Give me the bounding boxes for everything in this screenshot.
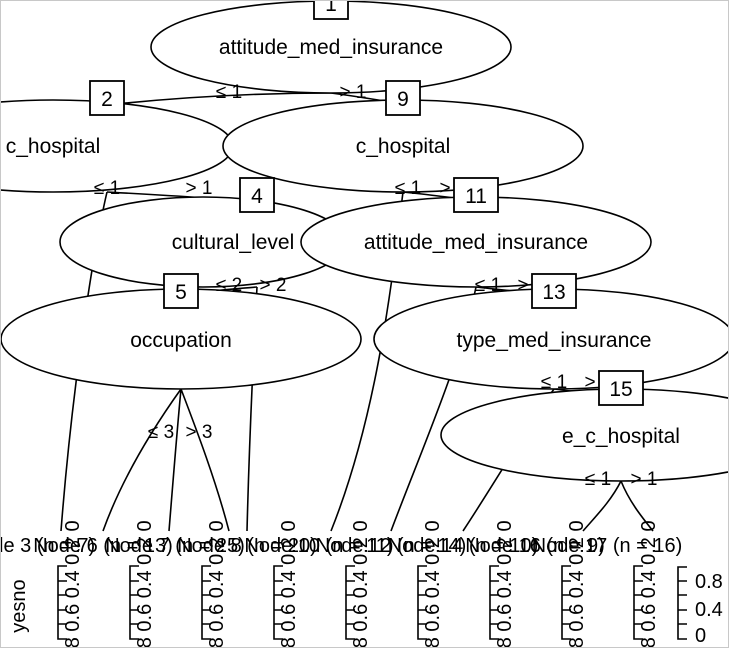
inner-node-5-label: occupation	[130, 329, 232, 352]
terminal-node-title: Node 7 (n = 25)	[105, 535, 245, 557]
node-id-label: 1	[325, 1, 337, 16]
edge-label: > 2	[260, 275, 287, 296]
right-axis-tick-label: 0.8	[695, 571, 723, 593]
inner-node-15-label: e_c_hospital	[562, 425, 680, 448]
panel-tick-labels: 1 0.8 0.6 0.4 0.2 0	[350, 520, 372, 648]
node-id-label: 13	[542, 281, 565, 304]
edge-label: ≤ 1	[475, 275, 501, 296]
node-id-label: 9	[397, 88, 409, 111]
node-id-box-4[interactable]: 4	[239, 177, 275, 213]
edge-label: > 3	[186, 422, 213, 443]
terminal-y-axis-label: yesno	[8, 579, 30, 632]
terminal-node-title: Node 3 (n = 7)	[1, 535, 95, 557]
edge-label: > 1	[631, 469, 658, 490]
inner-nodes: attitude_med_insurance c_hospital c_hosp…	[1, 1, 729, 482]
terminal-panel[interactable]: 1 0.8 0.6 0.4 0.2 0	[345, 520, 372, 648]
right-axis-labels: 0.8 0.4 0	[677, 566, 723, 647]
inner-node-15[interactable]: e_c_hospital	[440, 388, 729, 482]
edge-label: ≤ 1	[395, 178, 421, 199]
panel-tick-labels: 1 0.8 0.6 0.4 0.2 0	[494, 520, 516, 648]
right-axis-tick-label: 0.4	[695, 599, 723, 621]
terminal-node-title: Node 14 (n = 10)	[388, 535, 539, 557]
node-id-box-15[interactable]: 15	[598, 370, 644, 406]
panel-tick-labels: 1 0.8 0.6 0.4 0.2 0	[422, 520, 444, 648]
node-id-box-13[interactable]: 13	[531, 273, 577, 309]
terminal-panel[interactable]: 1 0.8 0.6 0.4 0.2 0	[489, 520, 516, 648]
terminal-panel[interactable]: 1 0.8 0.6 0.4 0.2 0	[561, 520, 588, 648]
panel-tick-labels: 1 0.8 0.6 0.4 0.2 0	[566, 520, 588, 648]
node-id-box-5[interactable]: 5	[163, 273, 199, 309]
node-id-box-1[interactable]: 1	[313, 1, 349, 20]
inner-node-1-label: attitude_med_insurance	[219, 36, 443, 59]
node-id-label: 11	[465, 185, 487, 208]
panel-tick-labels: 1 0.8 0.6 0.4 0.2 0	[278, 520, 300, 648]
terminal-node-title: Node 17 (n = 16)	[532, 535, 683, 557]
edge-5-6	[168, 388, 182, 532]
panel-tick-labels: 1 0.8 0.6 0.4 0.2 0	[134, 520, 156, 648]
node-id-boxes: 1 2 9 4 11 5 1	[89, 1, 644, 406]
panel-tick-labels: 1 0.8 0.6 0.4 0.2 0	[206, 520, 228, 648]
edge-5-leftchild	[102, 388, 182, 532]
inner-node-9[interactable]: c_hospital	[222, 99, 584, 193]
terminal-panel[interactable]: 1 0.8 0.6 0.4 0.2 0	[273, 520, 300, 648]
inner-node-13[interactable]: type_med_insurance	[373, 288, 729, 390]
inner-node-13-label: type_med_insurance	[457, 329, 652, 352]
terminal-node-title: Node 12 (n = 14)	[316, 535, 467, 557]
inner-node-11-label: attitude_med_insurance	[364, 231, 588, 254]
inner-node-9-label: c_hospital	[356, 135, 451, 158]
edge-label: ≤ 1	[216, 82, 242, 103]
inner-node-11[interactable]: attitude_med_insurance	[300, 196, 652, 288]
node-id-box-9[interactable]: 9	[385, 80, 421, 116]
terminal-node-titles: Node 3 (n = 7) Node 6 (n = 13) Node 7 (n…	[1, 535, 682, 557]
node-id-label: 5	[175, 281, 187, 304]
inner-node-1[interactable]: attitude_med_insurance	[150, 1, 512, 94]
y-axis-label: yesno	[8, 579, 30, 632]
terminal-node-title: Node 8 (n = 20)	[177, 535, 317, 557]
node-id-label: 4	[251, 185, 263, 208]
edge-label: ≤ 3	[148, 422, 174, 443]
terminal-panel[interactable]: 1 0.8 0.6 0.4 0.2 0	[201, 520, 228, 648]
edge-15-16	[582, 480, 622, 532]
terminal-node-title: Node 10 (n = 11)	[244, 535, 393, 557]
terminal-panels: 1 0.8 0.6 0.4 0.2 0 1 0.8 0.6 0.4 0.2 0 …	[57, 520, 723, 648]
panel-tick-labels: 1 0.8 0.6 0.4 0.2 0	[638, 520, 660, 648]
inner-node-5[interactable]: occupation	[1, 288, 362, 390]
terminal-panel[interactable]: 1 0.8 0.6 0.4 0.2 0	[129, 520, 156, 648]
node-id-box-11[interactable]: 11	[453, 177, 499, 213]
terminal-node-title: Node 6 (n = 13)	[33, 535, 173, 557]
edge-label: > 1	[340, 82, 367, 103]
node-id-label: 2	[101, 88, 113, 111]
inner-node-2-label: c_hospital	[6, 135, 101, 158]
terminal-panel[interactable]: 1 0.8 0.6 0.4 0.2 0	[417, 520, 444, 648]
terminal-panel[interactable]: 1 0.8 0.6 0.4 0.2 0	[57, 520, 84, 648]
edge-15-17	[620, 480, 654, 532]
node-id-label: 15	[609, 378, 632, 401]
edge-label: ≤ 1	[94, 178, 120, 199]
edge-label: ≤ 1	[541, 372, 567, 393]
edge-label: > 1	[186, 178, 213, 199]
node-id-box-2[interactable]: 2	[89, 80, 125, 116]
edge-label: ≤ 1	[585, 469, 611, 490]
inner-node-4-label: cultural_level	[172, 231, 295, 254]
edge-label: ≤ 2	[216, 275, 242, 296]
edge-5-7	[180, 388, 230, 532]
terminal-node-title: Node 16 (n = 9)	[465, 535, 605, 557]
terminal-panel[interactable]: 1 0.8 0.6 0.4 0.2 0	[633, 520, 660, 648]
right-axis-tick-label: 0	[695, 625, 706, 647]
panel-tick-labels: 1 0.8 0.6 0.4 0.2 0	[62, 520, 84, 648]
